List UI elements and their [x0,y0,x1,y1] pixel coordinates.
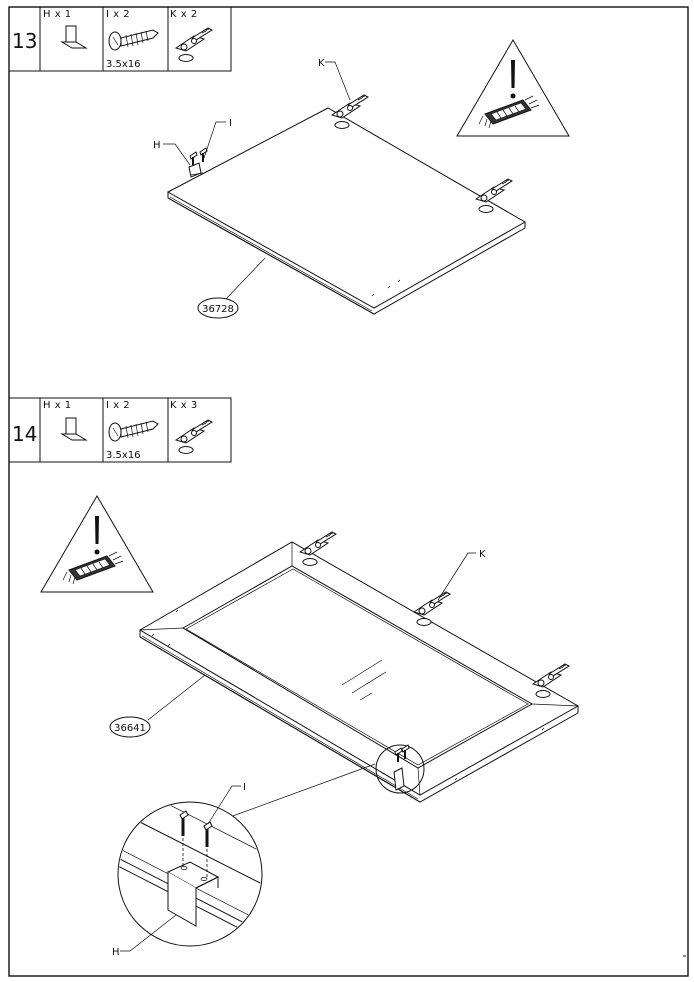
screw [199,147,208,163]
part-number: 36728 [202,304,234,315]
part-number-badge [109,716,151,738]
callout-leader [203,121,226,159]
part-h-qty: H x 1 [43,9,72,20]
screw-size: 3.5x16 [106,450,141,461]
hinge-icon [175,419,213,454]
door-frame-36641 [139,541,580,803]
step-14-parts-table: 14 H x 1 I x 2 K x 3 3.5x16 [9,397,232,463]
screw-size: 3.5x16 [106,59,141,70]
bracket [188,162,204,178]
detail-magnified-view [117,763,376,947]
part-number: 36641 [114,723,146,734]
callout-leader [163,143,191,166]
hinge-icon [175,27,213,62]
page-frame [8,6,689,977]
part-number-leader [224,257,266,301]
part-k-qty: K x 2 [170,9,198,20]
panel-36728 [166,107,527,315]
callout-leader [325,61,351,101]
callout-leader [207,785,241,825]
callout-i: I [229,118,232,129]
callout-h: H [112,947,120,958]
callout-h: H [153,140,161,151]
warning-triangle-icon [456,39,570,137]
detail-circle [375,744,425,794]
part-number-badge [197,297,239,319]
part-h-qty: H x 1 [43,400,72,411]
callout-leader [437,552,476,601]
step-13-parts-table: 13 H x 1 I x 2 K x 2 3.5x16 [9,6,232,72]
step-number: 13 [12,29,37,53]
bracket-icon [60,25,88,49]
part-k-qty: K x 3 [170,400,198,411]
step-13: 13 H x 1 I x 2 K x 2 3.5x16 [9,6,570,319]
hinge [413,591,451,626]
callout-i: I [243,782,246,793]
part-i-qty: I x 2 [106,400,130,411]
bracket-icon [60,417,88,441]
screw-icon [108,29,159,51]
warning-triangle-icon [40,495,154,593]
screw-icon [108,420,159,442]
callout-k: K [479,549,486,560]
callout-k: K [318,58,325,69]
part-i-qty: I x 2 [106,9,130,20]
callout-leader [120,914,177,952]
step-14: 14 H x 1 I x 2 K x 3 3.5x16 [9,397,686,958]
part-number-leader [147,674,206,721]
step-number: 14 [12,422,37,446]
